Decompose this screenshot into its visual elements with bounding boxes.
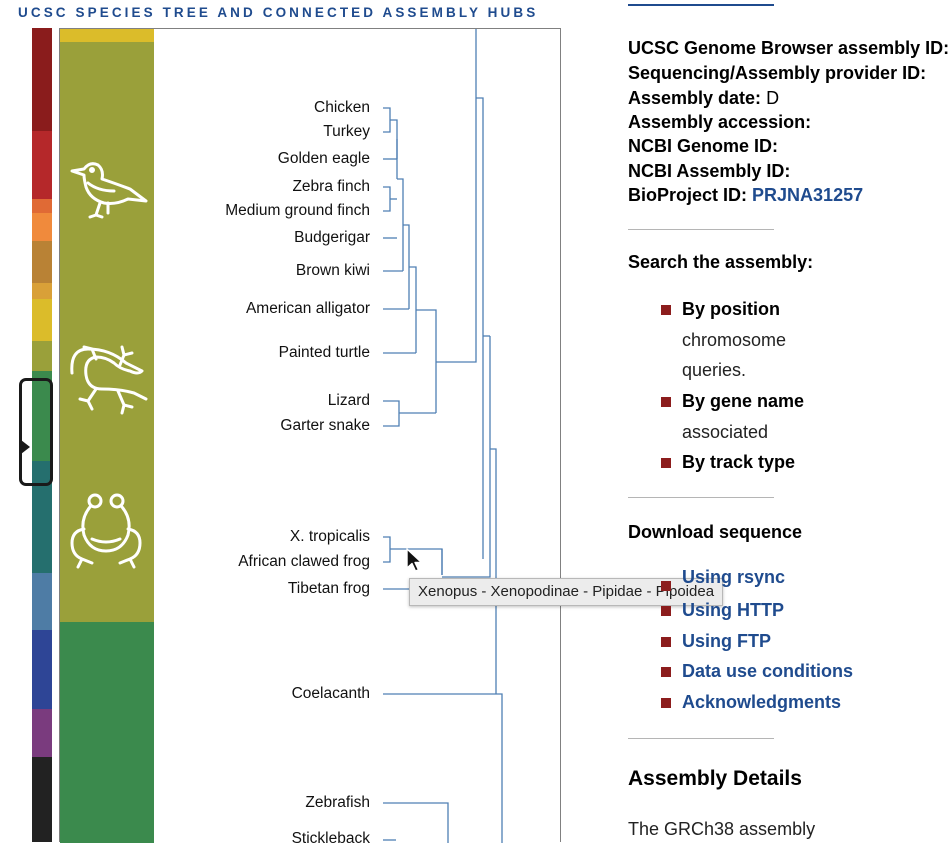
search-by-track: By track type bbox=[682, 452, 796, 472]
download-http-link[interactable]: Using HTTP bbox=[682, 600, 784, 620]
info-line-date: Assembly date: D bbox=[628, 88, 780, 108]
strip-selection-frame[interactable] bbox=[19, 378, 53, 486]
info-line-accession: Assembly accession: bbox=[628, 112, 812, 132]
download-rsync-link[interactable]: Using rsync bbox=[682, 567, 786, 587]
bullet-icon bbox=[661, 606, 671, 616]
phylogeny-tree-lines[interactable] bbox=[60, 29, 562, 843]
clade-tooltip: Xenopus - Xenopodinae - Pipidae - Pipoid… bbox=[409, 578, 724, 606]
bullet-icon bbox=[661, 667, 671, 677]
info-line-genome-id: NCBI Genome ID: bbox=[628, 136, 779, 156]
top-rule bbox=[628, 4, 774, 6]
strip-segment[interactable] bbox=[32, 371, 52, 461]
info-line-bioproject: BioProject ID: PRJNA31257 bbox=[628, 185, 864, 205]
species-label[interactable]: Medium ground finch bbox=[225, 202, 370, 219]
species-label[interactable]: Coelacanth bbox=[291, 685, 370, 702]
species-label[interactable]: African clawed frog bbox=[238, 553, 370, 570]
clade-color-strip[interactable] bbox=[32, 28, 52, 842]
species-tree-title: UCSC SPECIES TREE AND CONNECTED ASSEMBLY… bbox=[18, 5, 539, 20]
search-by-position-text2: queries. bbox=[682, 360, 747, 380]
lizard-icon bbox=[70, 345, 148, 415]
species-label[interactable]: Chicken bbox=[314, 99, 370, 116]
species-label[interactable]: Turkey bbox=[323, 123, 370, 140]
strip-segment[interactable] bbox=[32, 199, 52, 213]
strip-segment[interactable] bbox=[32, 299, 52, 341]
strip-pointer-icon bbox=[21, 440, 30, 454]
search-by-gene: By gene name bbox=[682, 391, 805, 411]
strip-segment[interactable] bbox=[32, 757, 52, 782]
strip-segment[interactable] bbox=[32, 283, 52, 299]
search-by-position-text: chromosome bbox=[682, 330, 787, 350]
search-by-gene-text: associated bbox=[682, 422, 769, 442]
strip-segment[interactable] bbox=[32, 28, 52, 131]
bullet-icon bbox=[661, 305, 671, 315]
bullet-icon bbox=[661, 581, 671, 591]
strip-segment[interactable] bbox=[32, 131, 52, 199]
species-label[interactable]: Stickleback bbox=[291, 830, 370, 847]
assembly-info-panel: UCSC Genome Browser assembly ID: Sequenc… bbox=[628, 0, 949, 842]
bird-icon bbox=[70, 162, 148, 219]
clade-band-yellow bbox=[60, 29, 154, 42]
species-label[interactable]: X. tropicalis bbox=[289, 528, 370, 545]
species-label[interactable]: Lizard bbox=[327, 392, 370, 409]
bioproject-link[interactable]: PRJNA31257 bbox=[752, 185, 864, 205]
divider bbox=[628, 229, 774, 230]
species-label[interactable]: Brown kiwi bbox=[295, 262, 370, 279]
mouse-cursor-icon bbox=[406, 548, 423, 572]
bullet-icon bbox=[661, 637, 671, 647]
strip-segment[interactable] bbox=[32, 782, 52, 842]
strip-segment[interactable] bbox=[32, 213, 52, 241]
bullet-icon bbox=[661, 397, 671, 407]
species-label[interactable]: Golden eagle bbox=[277, 150, 370, 167]
species-label[interactable]: Garter snake bbox=[280, 417, 370, 434]
strip-segment[interactable] bbox=[32, 573, 52, 630]
frog-icon bbox=[70, 493, 142, 569]
strip-segment[interactable] bbox=[32, 341, 52, 371]
info-line-provider: Sequencing/Assembly provider ID: bbox=[628, 63, 927, 83]
divider bbox=[628, 497, 774, 498]
divider bbox=[628, 738, 774, 739]
search-by-position: By position bbox=[682, 299, 780, 319]
info-line-assembly-ncbi: NCBI Assembly ID: bbox=[628, 161, 791, 181]
species-label[interactable]: Zebra finch bbox=[292, 178, 370, 195]
assembly-details-text: The GRCh38 assembly bbox=[628, 819, 816, 839]
data-use-link[interactable]: Data use conditions bbox=[682, 661, 854, 681]
species-label[interactable]: Budgerigar bbox=[294, 229, 370, 246]
download-heading: Download sequence bbox=[628, 522, 803, 542]
species-label[interactable]: Painted turtle bbox=[278, 344, 370, 361]
info-line-assembly-id: UCSC Genome Browser assembly ID: bbox=[628, 38, 949, 58]
download-ftp-link[interactable]: Using FTP bbox=[682, 631, 771, 651]
strip-segment[interactable] bbox=[32, 709, 52, 757]
bullet-icon bbox=[661, 458, 671, 468]
search-heading: Search the assembly: bbox=[628, 252, 814, 272]
species-label[interactable]: Tibetan frog bbox=[287, 580, 370, 597]
clade-band-green bbox=[60, 622, 154, 843]
species-label[interactable]: Zebrafish bbox=[305, 794, 370, 811]
clade-band-olive bbox=[60, 42, 154, 622]
bullet-icon bbox=[661, 698, 671, 708]
acknowledgments-link[interactable]: Acknowledgments bbox=[682, 692, 842, 712]
species-label[interactable]: American alligator bbox=[245, 300, 370, 317]
assembly-details-heading: Assembly Details bbox=[628, 767, 802, 790]
strip-segment[interactable] bbox=[32, 241, 52, 283]
strip-segment[interactable] bbox=[32, 630, 52, 709]
strip-segment[interactable] bbox=[32, 461, 52, 573]
